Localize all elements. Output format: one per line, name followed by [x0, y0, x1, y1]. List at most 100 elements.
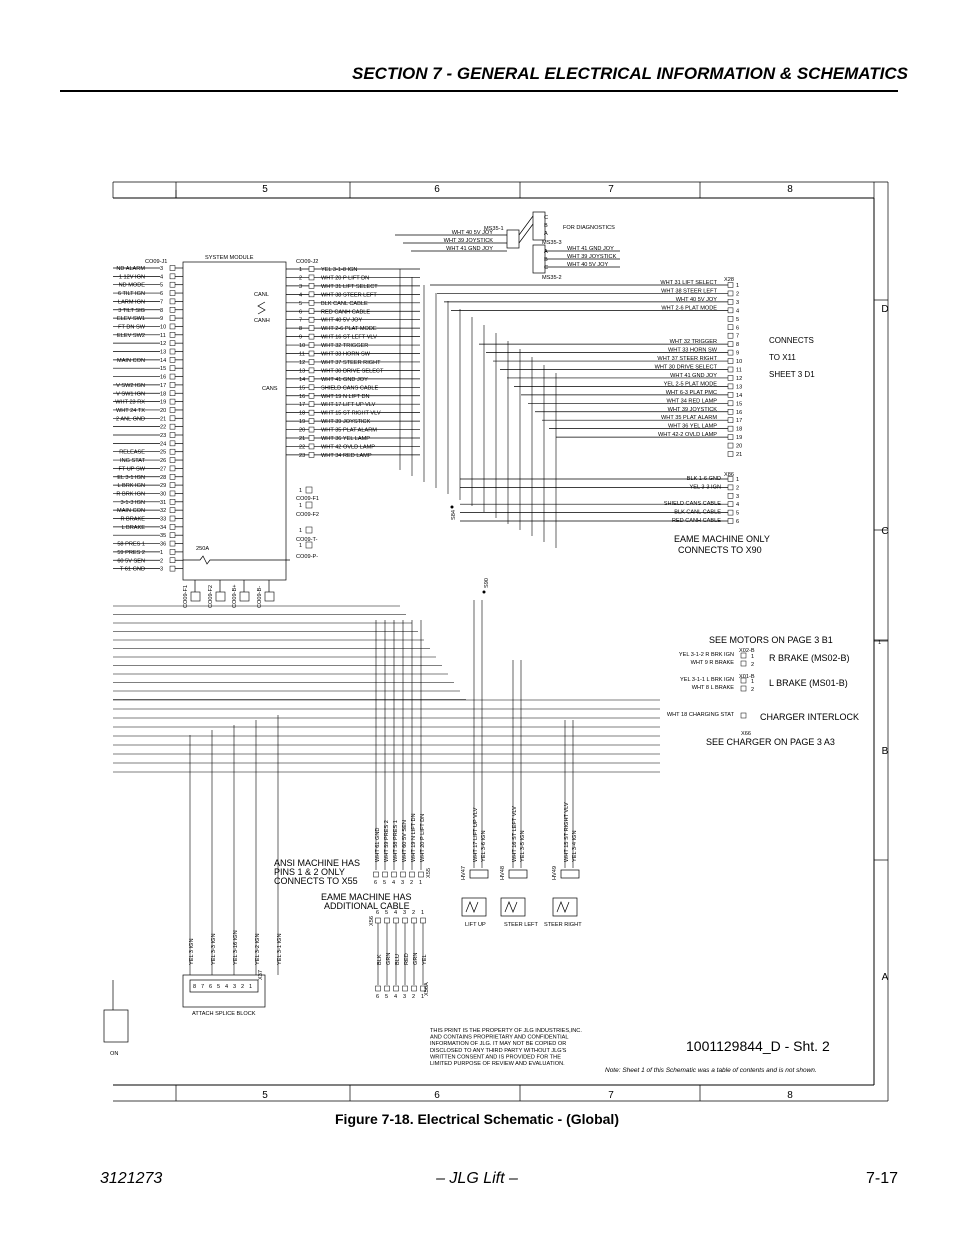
proprietary-notice-line: LIMITED PURPOSE OF REVIEW AND EVALUATION… — [430, 1061, 565, 1067]
j2-wire-label: WHT 36 YEL LAMP — [321, 436, 370, 442]
j1-wire-label: 58 PRES 1 — [117, 542, 145, 548]
j2-pin-box — [308, 401, 315, 407]
terminal-box — [264, 591, 275, 602]
x28-pin-number: 3 — [736, 300, 739, 306]
j1-pin-number: 11 — [160, 333, 166, 339]
j2-wire-label: RED CANH CABLE — [321, 309, 370, 315]
j1-pin-number: 21 — [160, 416, 166, 422]
ms35-1-connector — [506, 229, 520, 249]
zone-number-bottom: 6 — [434, 1090, 440, 1101]
r-brake-pin — [740, 652, 747, 659]
r-brake-wire-label: YEL 3-1-2 R BRK IGN — [679, 652, 734, 658]
x28-pin-box — [727, 451, 734, 457]
terminal-box — [215, 591, 226, 602]
j1-pin-number: 3 — [160, 266, 163, 272]
motors-note: SEE MOTORS ON PAGE 3 B1 — [709, 635, 833, 645]
x28-pin-number: 18 — [736, 427, 742, 433]
stud-pin: 1 — [299, 528, 302, 534]
j2-wire-label: WHT 15 ST RIGHT VLV — [321, 411, 381, 417]
j2-pin-number: 10 — [299, 343, 305, 349]
x28-pin-box — [727, 375, 734, 381]
j2-pin-box — [308, 452, 315, 458]
splice-pin-number: 2 — [241, 984, 244, 990]
diag-pin-letter: A — [544, 249, 548, 255]
j2-wire-label: WHT 30 DRIVE SELECT — [321, 368, 384, 374]
l-brake-wire-label: YEL 3-1-1 L BRK IGN — [680, 677, 734, 683]
terminal-box — [239, 591, 250, 602]
j1-pin-number: 13 — [160, 350, 166, 356]
x28-wire-label: WHT 36 YEL LAMP — [668, 424, 717, 430]
x01-label: X01-B — [739, 674, 755, 680]
valve-connector-label: HV47 — [461, 866, 467, 880]
j2-wire-label: WHT 33 HORN SW — [321, 352, 371, 358]
j1-pin-box — [169, 290, 176, 296]
j1-pin-number: 33 — [160, 517, 166, 523]
j1-wire-label: ELEV SW1 — [117, 316, 145, 322]
j1-pin-box — [169, 423, 176, 430]
splice-s84-dot — [450, 505, 454, 509]
j1-pin-box — [169, 432, 176, 438]
j2-pin-number: 1 — [299, 267, 302, 273]
connector-j2-label: CO09-J2 — [296, 259, 318, 265]
x28-wire-label: WHT 30 DRIVE SELECT — [655, 365, 718, 371]
valve-coil — [465, 901, 479, 913]
x56-pin-number: 1 — [421, 910, 424, 916]
zone-letter: B — [882, 746, 889, 757]
x55-label: X55 — [426, 868, 432, 878]
j2-pin-box — [308, 274, 315, 281]
zone-letter: A — [882, 972, 889, 983]
x86-pin-box — [727, 493, 734, 499]
x56-pin-number: 2 — [412, 910, 415, 916]
ms35-2-label: MS35-2 — [542, 275, 562, 281]
j2-wire-label: WHT 19 N LIFT DN — [321, 394, 370, 400]
splice-s90-label: S90 — [484, 578, 490, 588]
j1-pin-number: 9 — [160, 316, 163, 322]
x28-pin-number: 6 — [736, 325, 739, 331]
splice-s90-dot — [482, 590, 486, 594]
j2-pin-box — [308, 325, 315, 331]
zone-number-top: 7 — [608, 184, 614, 195]
j2-pin-box — [308, 342, 315, 348]
j1-pin-number: 31 — [160, 500, 166, 506]
fuse-rating-label: 250A — [196, 546, 209, 552]
r-brake-pin-number: 2 — [751, 662, 754, 668]
valve-connector — [560, 869, 580, 879]
x28-pin-number: 20 — [736, 444, 742, 450]
j1-pin-number: 24 — [160, 441, 166, 447]
j1-pin-box — [169, 515, 176, 522]
splice-wire-label: YEL 3-2 IGN — [255, 933, 261, 965]
j2-wire-label: WHT 32 TRIGGER — [321, 343, 368, 349]
x28-wire-label: WHT 40 5V JOY — [676, 297, 718, 303]
proprietary-notice-line: WRITTEN CONSENT AND IS PROVIDED FOR THE — [430, 1054, 561, 1060]
j1-pin-number: 16 — [160, 375, 166, 381]
x28-pin-box — [727, 442, 734, 449]
x55-note: PINS 1 & 2 ONLY — [274, 867, 345, 877]
x28-wire-label: WHT 33 HORN SW — [668, 348, 718, 354]
j1-pin-number: 23 — [160, 433, 166, 439]
x28-wire-label: WHT 39 JOYSTICK — [668, 407, 718, 413]
j2-wire-label: WHT 34 RED LAMP — [321, 453, 372, 459]
stud-pin: 1 — [299, 488, 302, 494]
x56a-label: X56A — [424, 982, 430, 996]
splice-s84-label: S84 — [451, 510, 457, 520]
sheet-note: Note: Sheet 1 of this Schematic was a ta… — [605, 1067, 817, 1074]
x55-wire-label: WHT 59 PRES 2 — [384, 820, 390, 862]
l-brake-label: L BRAKE (MS01-B) — [769, 678, 848, 688]
j1-pin-box — [169, 407, 176, 413]
j1-pin-number: 36 — [160, 542, 166, 548]
j1-pin-box — [169, 565, 176, 572]
x55-pin — [382, 871, 388, 878]
x56-pin-number: 3 — [403, 910, 406, 916]
x28-pin-box — [727, 282, 734, 288]
x86-pin-number: 4 — [736, 502, 739, 508]
j2-pin-number: 9 — [299, 335, 302, 341]
j1-wire-label: 6 TILT IGN — [118, 291, 145, 297]
proprietary-notice-line: INFORMATION OF JLG. IT MAY NOT BE COPIED… — [430, 1041, 566, 1047]
stud-pin: 1 — [299, 503, 302, 509]
terminal-label: CO09-B- — [257, 586, 263, 608]
zone-letter: C — [881, 526, 888, 537]
diag-top-wire-label: WHT 41 GND JOY — [446, 246, 493, 252]
j1-wire-label: ND ALARM — [116, 266, 145, 272]
zone-number-top: 6 — [434, 184, 440, 195]
page-header-title: SECTION 7 - GENERAL ELECTRICAL INFORMATI… — [352, 64, 908, 83]
